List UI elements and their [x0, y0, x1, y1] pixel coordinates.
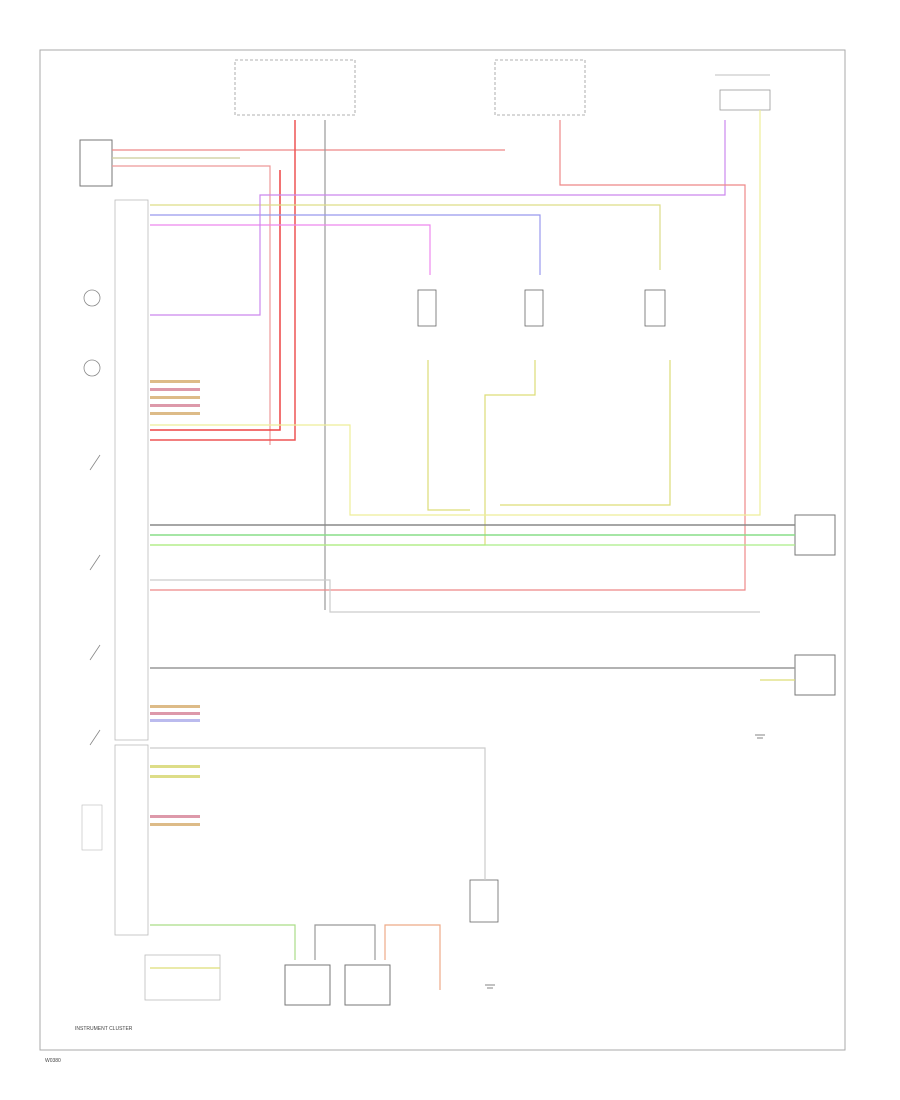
cluster-connector-strip-upper: [114, 199, 149, 741]
wire-red-ign-2: [150, 170, 281, 431]
wire-yellow-cool: [150, 360, 536, 546]
coolant-temp-sensor-box: [524, 289, 544, 327]
wire-blue-1: [150, 214, 541, 275]
pin-stub: [150, 823, 200, 826]
wire-violet-1: [150, 120, 726, 316]
pin-stub: [150, 712, 200, 715]
fuse-panel-box: [494, 59, 586, 116]
coolant-gauge-icon: [89, 454, 101, 471]
tachometer-icon: [83, 289, 101, 307]
pin-stub: [150, 765, 200, 768]
fuel-gauge-icon: [89, 554, 101, 571]
right-front-sensor-box: [284, 964, 331, 1006]
left-front-sensor-box: [344, 964, 391, 1006]
wire-orange-bottom: [384, 924, 441, 990]
speedometer-icon: [83, 359, 101, 377]
oil-temp-gauge-icon: [89, 644, 101, 661]
connector-pin-stubs: [150, 380, 200, 826]
wire-grey-lower: [150, 747, 486, 880]
parking-brake-switch-box: [469, 879, 499, 923]
cluster-connector-strip-lower: [114, 744, 149, 936]
diagram-frame: [39, 49, 846, 1051]
pin-stub: [150, 404, 200, 407]
oil-level-module-box: [794, 654, 836, 696]
pin-stub: [150, 815, 200, 818]
wire-yellow-cluster: [150, 110, 761, 516]
wire-red-ign: [150, 120, 296, 441]
fuel-level-sender-box: [79, 139, 113, 187]
wire-lightgrey-1: [150, 579, 760, 613]
ground-symbols: [485, 734, 765, 989]
wire-yellow-brake: [500, 360, 671, 506]
footer-code: W0380: [45, 1058, 61, 1064]
relay-box: [719, 89, 771, 111]
pin-stub: [150, 775, 200, 778]
wire-yellow-fuel: [427, 360, 470, 511]
wire-red-fuse: [150, 120, 746, 591]
abs-module-box: [794, 514, 836, 556]
pin-stub: [150, 396, 200, 399]
brake-fluid-switch-box: [644, 289, 666, 327]
cluster-connector-strip-bottom: [144, 954, 221, 1001]
footer-label: INSTRUMENT CLUSTER: [75, 1026, 133, 1032]
warning-lights-icon: [81, 804, 103, 851]
wire-pink-1: [112, 165, 271, 445]
outside-temp-gauge-icon: [89, 729, 101, 746]
pin-stub: [150, 380, 200, 383]
fuel-level-sensor-box: [417, 289, 437, 327]
wire-magenta-1: [150, 224, 431, 275]
wires: [112, 110, 795, 990]
wire-green-bottom: [150, 924, 296, 960]
pin-stub: [150, 388, 200, 391]
ignition-switch-box: [234, 59, 356, 116]
pin-stub: [150, 705, 200, 708]
pin-stub: [150, 719, 200, 722]
pin-stub: [150, 412, 200, 415]
wire-yellow-2: [150, 204, 661, 270]
wire-grey-bottom: [314, 924, 376, 960]
